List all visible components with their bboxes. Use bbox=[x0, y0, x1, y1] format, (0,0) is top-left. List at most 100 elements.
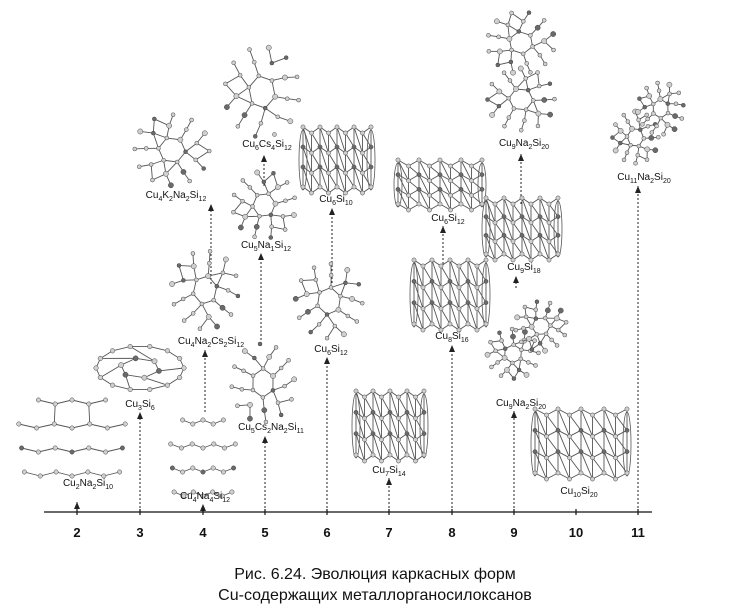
atom bbox=[501, 195, 507, 201]
bond bbox=[353, 166, 363, 194]
arrowhead bbox=[262, 436, 268, 443]
atom bbox=[19, 445, 25, 451]
atom bbox=[483, 278, 489, 284]
formula-label: Cu2Na2Si10 bbox=[63, 478, 113, 491]
atom bbox=[180, 469, 186, 475]
atom bbox=[495, 62, 501, 68]
formula-subscript: 4 bbox=[158, 196, 162, 203]
bond bbox=[88, 403, 91, 425]
atom bbox=[261, 407, 268, 414]
atom bbox=[296, 315, 302, 320]
atom bbox=[437, 201, 443, 207]
bond bbox=[163, 159, 178, 163]
atom bbox=[273, 345, 279, 350]
formula-element: Na bbox=[513, 398, 526, 409]
atom bbox=[334, 144, 340, 150]
atom bbox=[496, 48, 503, 55]
arrowhead bbox=[440, 226, 446, 233]
atom bbox=[284, 96, 290, 101]
atom bbox=[294, 74, 300, 80]
formula-subscript: 10 bbox=[345, 200, 353, 207]
bond bbox=[233, 62, 241, 76]
arrowhead bbox=[137, 412, 143, 419]
atom bbox=[177, 355, 183, 362]
atom bbox=[628, 142, 633, 148]
atom bbox=[528, 238, 534, 244]
atom bbox=[334, 184, 340, 190]
bond bbox=[129, 346, 155, 362]
atom bbox=[189, 117, 194, 123]
atom bbox=[411, 321, 417, 327]
bond bbox=[546, 414, 559, 431]
atom bbox=[513, 86, 519, 92]
formula-subscript: 5 bbox=[251, 428, 255, 435]
atom bbox=[465, 300, 471, 306]
bond bbox=[485, 216, 496, 242]
atom bbox=[546, 220, 552, 226]
atom bbox=[624, 150, 630, 155]
atom bbox=[613, 433, 618, 439]
atom bbox=[300, 144, 306, 150]
bond bbox=[21, 447, 39, 453]
atom bbox=[16, 421, 22, 427]
atom bbox=[335, 306, 342, 313]
bond bbox=[460, 189, 472, 211]
atom bbox=[541, 38, 548, 44]
atom bbox=[292, 195, 297, 201]
atom bbox=[545, 307, 551, 314]
atom bbox=[534, 299, 540, 304]
atom bbox=[164, 348, 170, 354]
atom bbox=[519, 347, 524, 353]
bond bbox=[580, 451, 593, 480]
bond bbox=[592, 414, 605, 431]
atom bbox=[555, 214, 561, 220]
bond bbox=[112, 384, 131, 390]
formula-element: Cu bbox=[431, 213, 444, 224]
bond bbox=[449, 281, 460, 309]
bond bbox=[569, 457, 582, 474]
atom bbox=[210, 489, 216, 495]
atom bbox=[171, 489, 177, 495]
bond bbox=[271, 57, 287, 64]
atom bbox=[492, 220, 498, 226]
bond bbox=[264, 107, 279, 118]
atom bbox=[546, 201, 552, 207]
formula-label: Cu5Na1Si12 bbox=[241, 240, 291, 253]
bond bbox=[537, 72, 540, 87]
atom bbox=[368, 124, 374, 130]
atom bbox=[190, 489, 196, 495]
atom bbox=[235, 403, 240, 408]
atom bbox=[174, 159, 180, 165]
bond bbox=[494, 222, 505, 236]
atom bbox=[523, 76, 528, 81]
bond bbox=[153, 132, 167, 139]
formula-element: Si bbox=[96, 478, 105, 489]
atom bbox=[315, 303, 320, 309]
atom bbox=[69, 425, 75, 431]
atom bbox=[247, 185, 253, 190]
bond bbox=[362, 172, 372, 188]
atom bbox=[309, 190, 314, 196]
atom bbox=[257, 213, 262, 219]
bond bbox=[152, 132, 159, 149]
bond bbox=[603, 408, 616, 437]
bond bbox=[557, 408, 570, 437]
atom bbox=[420, 327, 426, 333]
formula-subscript: 11 bbox=[297, 428, 304, 435]
atom bbox=[292, 295, 299, 302]
bond bbox=[56, 471, 73, 477]
atom bbox=[657, 96, 664, 102]
atom bbox=[681, 102, 686, 108]
formula-subscript: 2 bbox=[528, 144, 532, 151]
formula-subscript: 5 bbox=[254, 246, 258, 253]
cluster-c2 bbox=[93, 344, 187, 392]
bond bbox=[225, 74, 241, 85]
atom bbox=[483, 214, 489, 220]
atom bbox=[354, 319, 360, 324]
bond bbox=[362, 132, 372, 148]
atom bbox=[266, 354, 273, 360]
atom bbox=[413, 458, 418, 464]
atom bbox=[501, 70, 507, 75]
atom bbox=[280, 214, 286, 219]
atom bbox=[232, 441, 238, 447]
